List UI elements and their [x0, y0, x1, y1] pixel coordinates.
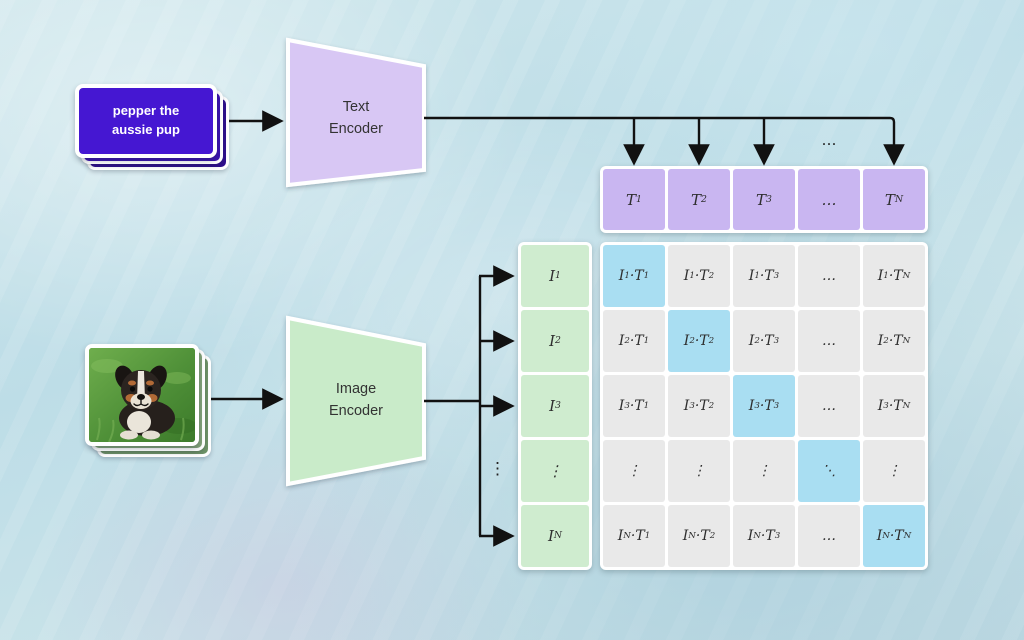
- top-ellipsis: …: [821, 131, 837, 149]
- matrix-cell-4-3: …: [798, 505, 860, 567]
- puppy-illustration: [89, 348, 195, 442]
- image-input-stack: [85, 344, 217, 462]
- matrix-cell-3-1: ⋮: [668, 440, 730, 502]
- text-embedding-cell-4: …: [798, 169, 860, 230]
- prompt-line-2: aussie pup: [112, 122, 180, 137]
- matrix-cell-2-3: …: [798, 375, 860, 437]
- text-prompt-card: pepper the aussie pup: [75, 84, 217, 158]
- puppy-photo: [85, 344, 199, 446]
- matrix-cell-3-3: ⋱: [798, 440, 860, 502]
- prompt-line-1: pepper the: [112, 103, 180, 119]
- image-encoder-label: Image Encoder: [328, 381, 383, 419]
- matrix-cell-3-2: ⋮: [733, 440, 795, 502]
- matrix-cell-1-3: …: [798, 310, 860, 372]
- text-prompt-stack: pepper the aussie pup: [75, 84, 235, 176]
- matrix-cell-3-4: ⋮: [863, 440, 925, 502]
- text-encoder-label: Text Encoder: [328, 99, 383, 137]
- branch-ellipsis: ⋮: [489, 459, 506, 479]
- image-embedding-cell-4: ⋮: [521, 440, 589, 502]
- matrix-cell-3-0: ⋮: [603, 440, 665, 502]
- matrix-cell-0-3: …: [798, 245, 860, 307]
